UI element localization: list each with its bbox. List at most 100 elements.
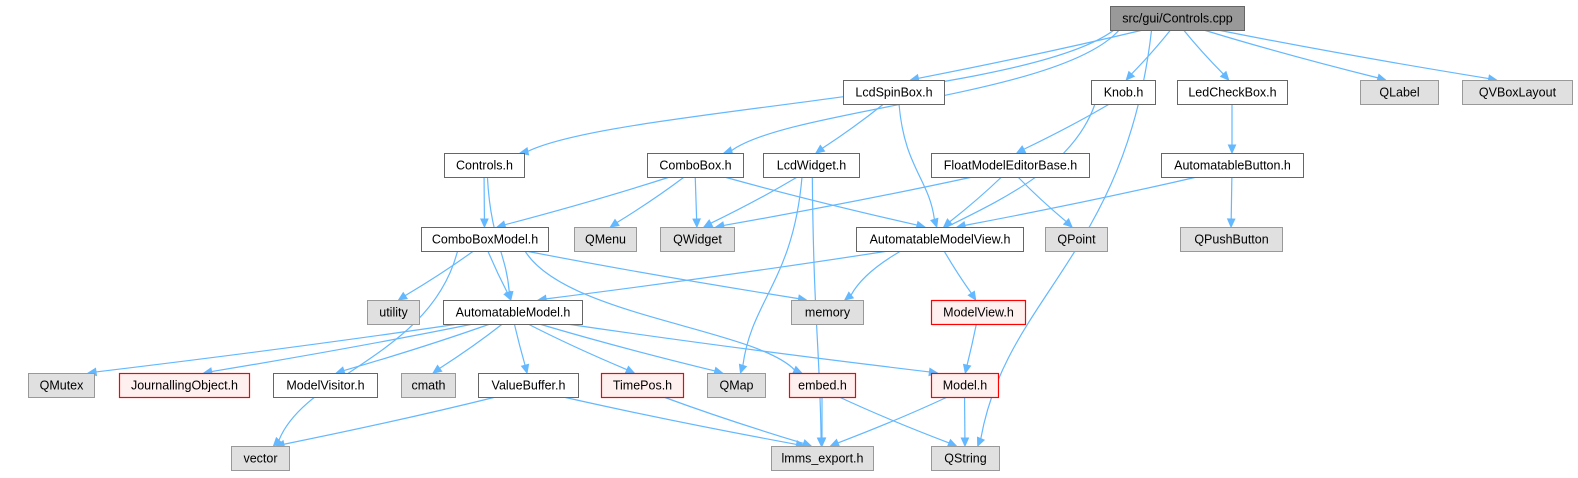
node-journallingobject[interactable]: JournallingObject.h [118, 372, 251, 399]
edge-comboboxmodel-to-utility [404, 250, 474, 297]
edge-automatablebutton-to-automatablemodelview [964, 176, 1198, 226]
arrowhead-qpoint [1062, 218, 1073, 228]
node-memory[interactable]: memory [791, 300, 864, 325]
arrowhead-qstring [960, 437, 970, 448]
node-box [1360, 80, 1439, 105]
arrowhead-modelview [967, 290, 977, 302]
node-label: vector [243, 452, 277, 466]
edge-automatablemodelview-to-automatablemodel [545, 250, 889, 300]
node-label: ModelView.h [943, 306, 1014, 320]
edge-lcdspinbox-to-automatablemodelview [898, 103, 935, 220]
node-lcdspinbox[interactable]: LcdSpinBox.h [843, 80, 945, 105]
arrowhead-ledcheckbox [1219, 70, 1230, 81]
node-modelvisitor[interactable]: ModelVisitor.h [273, 373, 378, 398]
arrowhead-automatablemodelview [930, 217, 939, 229]
arrowhead-qmenu [609, 218, 620, 228]
edge-controls_cpp-to-controls_h [527, 29, 1115, 152]
node-modelview[interactable]: ModelView.h [930, 299, 1027, 326]
edge-automatablemodel-to-timepos [527, 323, 628, 371]
node-box [1161, 153, 1304, 178]
arrowhead-qstring [946, 438, 958, 447]
node-box [771, 446, 874, 471]
node-label: AutomatableButton.h [1174, 159, 1291, 173]
node-box [707, 373, 766, 398]
edge-controls_cpp-to-ledcheckbox [1183, 29, 1224, 75]
node-qlabel[interactable]: QLabel [1360, 80, 1439, 105]
node-ledcheckbox[interactable]: LedCheckBox.h [1177, 80, 1288, 105]
node-model[interactable]: Model.h [930, 372, 1000, 399]
arrowhead-floatmodeleditorbase [1015, 145, 1027, 154]
arrowhead-qwidget [692, 218, 701, 229]
node-valuebuffer[interactable]: ValueBuffer.h [478, 373, 579, 398]
node-label: QMap [719, 379, 753, 393]
node-box [660, 227, 735, 252]
node-label: QVBoxLayout [1479, 86, 1557, 100]
edge-controls_cpp-to-qvboxlayout [1217, 29, 1489, 80]
arrowhead-lmms_export [801, 439, 813, 448]
node-label: lmms_export.h [782, 452, 864, 466]
node-cmath[interactable]: cmath [401, 373, 456, 398]
node-label: FloatModelEditorBase.h [944, 159, 1077, 173]
node-box [843, 80, 945, 105]
node-box [931, 153, 1090, 178]
edge-knob-to-floatmodeleditorbase [1023, 103, 1110, 150]
node-label: QMutex [40, 379, 85, 393]
node-box [421, 227, 549, 252]
node-comboboxmodel[interactable]: ComboBoxModel.h [421, 227, 549, 252]
node-box [118, 372, 251, 399]
node-box [1045, 227, 1108, 252]
node-vector[interactable]: vector [231, 446, 290, 471]
node-controls_h[interactable]: Controls.h [444, 153, 525, 178]
node-qpoint[interactable]: QPoint [1045, 227, 1108, 252]
edge-automatablemodel-to-journallingobject [211, 323, 474, 373]
node-qmutex[interactable]: QMutex [28, 373, 95, 398]
node-qmenu[interactable]: QMenu [574, 227, 637, 252]
arrowhead-lcdwidget [814, 144, 826, 154]
node-label: src/gui/Controls.cpp [1122, 12, 1233, 26]
node-box [856, 227, 1024, 252]
edge-model-to-lmms_export [837, 396, 948, 444]
node-label: Model.h [943, 379, 988, 393]
edge-comboboxmodel-to-automatablemodel [487, 250, 508, 294]
arrowhead-utility [397, 291, 408, 301]
node-automatablemodel[interactable]: AutomatableModel.h [443, 300, 583, 325]
node-lcdwidget[interactable]: LcdWidget.h [763, 153, 860, 178]
node-box [574, 227, 637, 252]
node-qwidget[interactable]: QWidget [660, 227, 735, 252]
node-box [444, 153, 525, 178]
node-lmms_export[interactable]: lmms_export.h [771, 446, 874, 471]
node-combobox[interactable]: ComboBox.h [647, 153, 744, 178]
node-floatmodeleditorbase[interactable]: FloatModelEditorBase.h [931, 153, 1090, 178]
node-box [930, 299, 1027, 326]
node-label: ComboBox.h [659, 159, 731, 173]
node-qmap[interactable]: QMap [707, 373, 766, 398]
node-box [401, 373, 456, 398]
node-label: QString [944, 452, 986, 466]
node-label: JournallingObject.h [131, 379, 238, 393]
node-automatablemodelview[interactable]: AutomatableModelView.h [856, 227, 1024, 252]
edge-automatablemodel-to-cmath [439, 323, 503, 369]
node-box [1177, 80, 1288, 105]
node-box [647, 153, 744, 178]
node-qpushbutton[interactable]: QPushButton [1180, 227, 1283, 252]
node-qstring[interactable]: QString [931, 446, 1000, 471]
node-qvboxlayout[interactable]: QVBoxLayout [1462, 80, 1573, 105]
node-box [788, 372, 857, 399]
node-box [478, 373, 579, 398]
edge-automatablemodel-to-model [566, 323, 930, 373]
node-automatablebutton[interactable]: AutomatableButton.h [1161, 153, 1304, 178]
arrowhead-automatablemodelview [942, 218, 954, 228]
edge-valuebuffer-to-vector [283, 396, 496, 445]
node-knob[interactable]: Knob.h [1091, 80, 1156, 105]
arrowhead-timepos [624, 365, 636, 374]
edge-floatmodeleditorbase-to-automatablemodelview [949, 176, 1002, 223]
node-box [443, 300, 583, 325]
edge-controls_cpp-to-lcdspinbox [918, 29, 1144, 79]
node-utility[interactable]: utility [367, 300, 420, 325]
node-embed[interactable]: embed.h [788, 372, 857, 399]
edge-combobox-to-qmenu [616, 176, 685, 224]
edge-controls_cpp-to-qlabel [1203, 29, 1379, 79]
node-label: QLabel [1379, 86, 1419, 100]
node-timepos[interactable]: TimePos.h [600, 372, 685, 399]
